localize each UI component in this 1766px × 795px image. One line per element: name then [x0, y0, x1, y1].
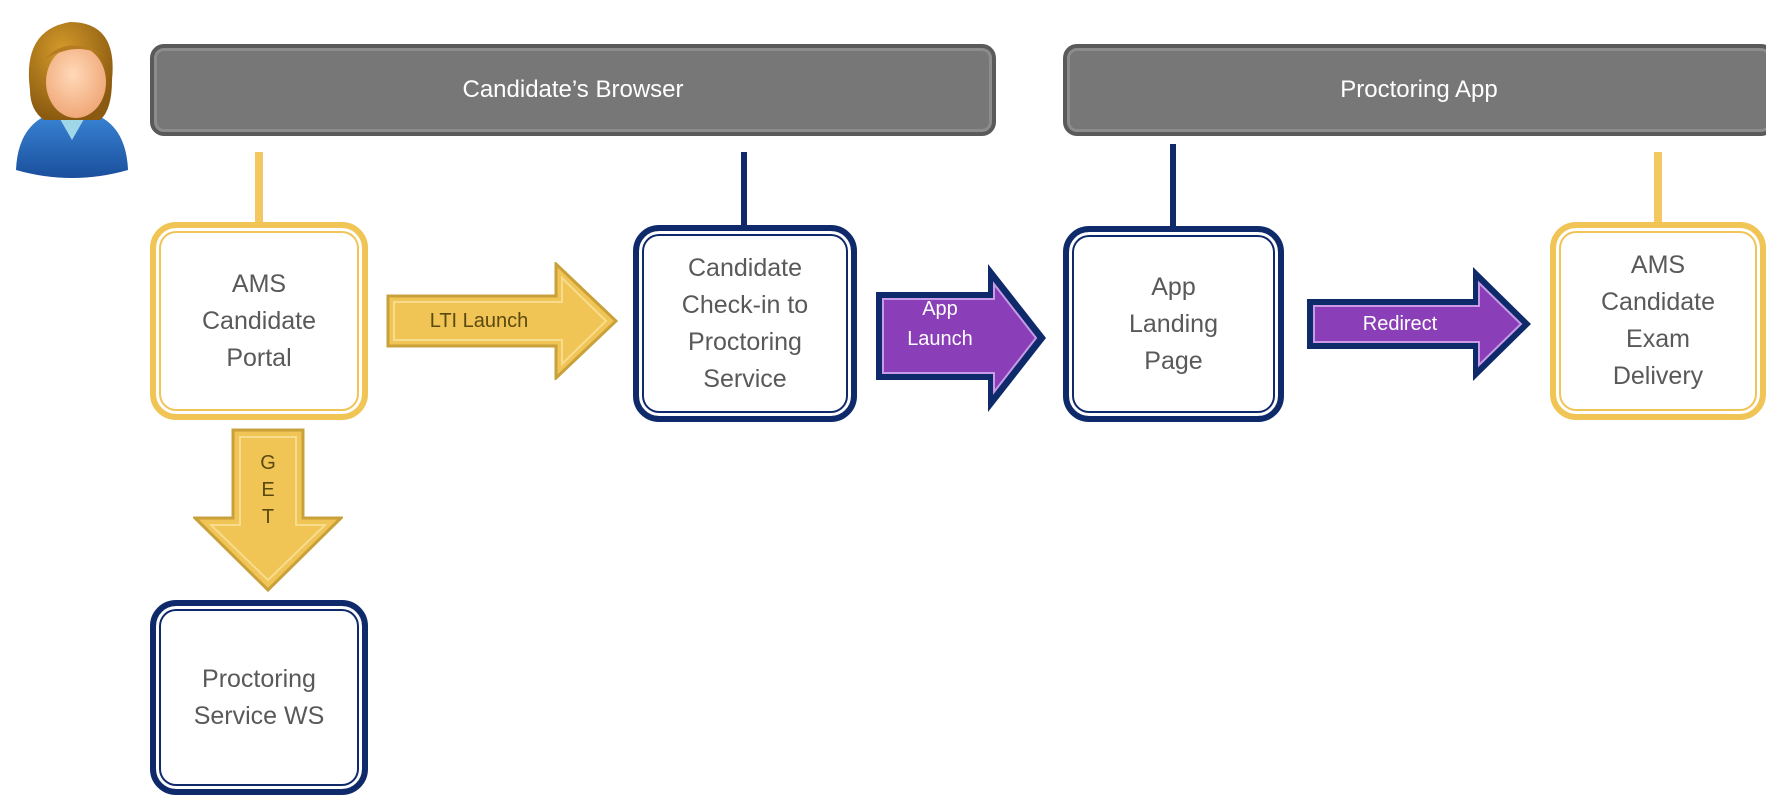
ams-candidate-portal-label: AMS Candidate Portal	[202, 269, 316, 372]
connector-portal	[255, 152, 263, 224]
app-launch-arrow: App Launch	[874, 262, 1048, 414]
get-arrow: G E T	[193, 428, 343, 592]
proctoring-service-ws-label: Proctoring Service WS	[193, 664, 325, 730]
app-landing-page-box: App Landing Page	[1063, 226, 1284, 422]
ams-candidate-exam-delivery-label: AMS Candidate Exam Delivery	[1601, 251, 1715, 390]
proctoring-service-ws-box: Proctoring Service WS	[150, 600, 368, 795]
app-launch-label: App Launch	[907, 298, 973, 350]
ams-candidate-portal-box: AMS Candidate Portal	[150, 222, 368, 420]
app-landing-page-label: App Landing Page	[1129, 272, 1218, 375]
candidates-browser-label: Candidate’s Browser	[462, 76, 684, 103]
redirect-arrow: Redirect	[1305, 265, 1533, 383]
connector-checkin	[740, 152, 748, 228]
proctoring-app-label: Proctoring App	[1340, 76, 1498, 103]
redirect-label: Redirect	[1362, 313, 1438, 335]
user-avatar-icon	[8, 10, 134, 182]
get-label: G E T	[260, 452, 276, 528]
candidates-browser-bar: Candidate’s Browser	[150, 44, 996, 136]
connector-landing	[1169, 144, 1177, 228]
candidate-checkin-box: Candidate Check-in to Proctoring Service	[633, 225, 857, 422]
ams-candidate-exam-delivery-box: AMS Candidate Exam Delivery	[1550, 222, 1766, 420]
candidate-checkin-label: Candidate Check-in to Proctoring Service	[681, 253, 809, 393]
lti-launch-arrow: LTI Launch	[386, 262, 618, 380]
lti-launch-label: LTI Launch	[429, 310, 529, 332]
connector-exam	[1654, 152, 1662, 224]
proctoring-app-bar: Proctoring App	[1063, 44, 1766, 136]
